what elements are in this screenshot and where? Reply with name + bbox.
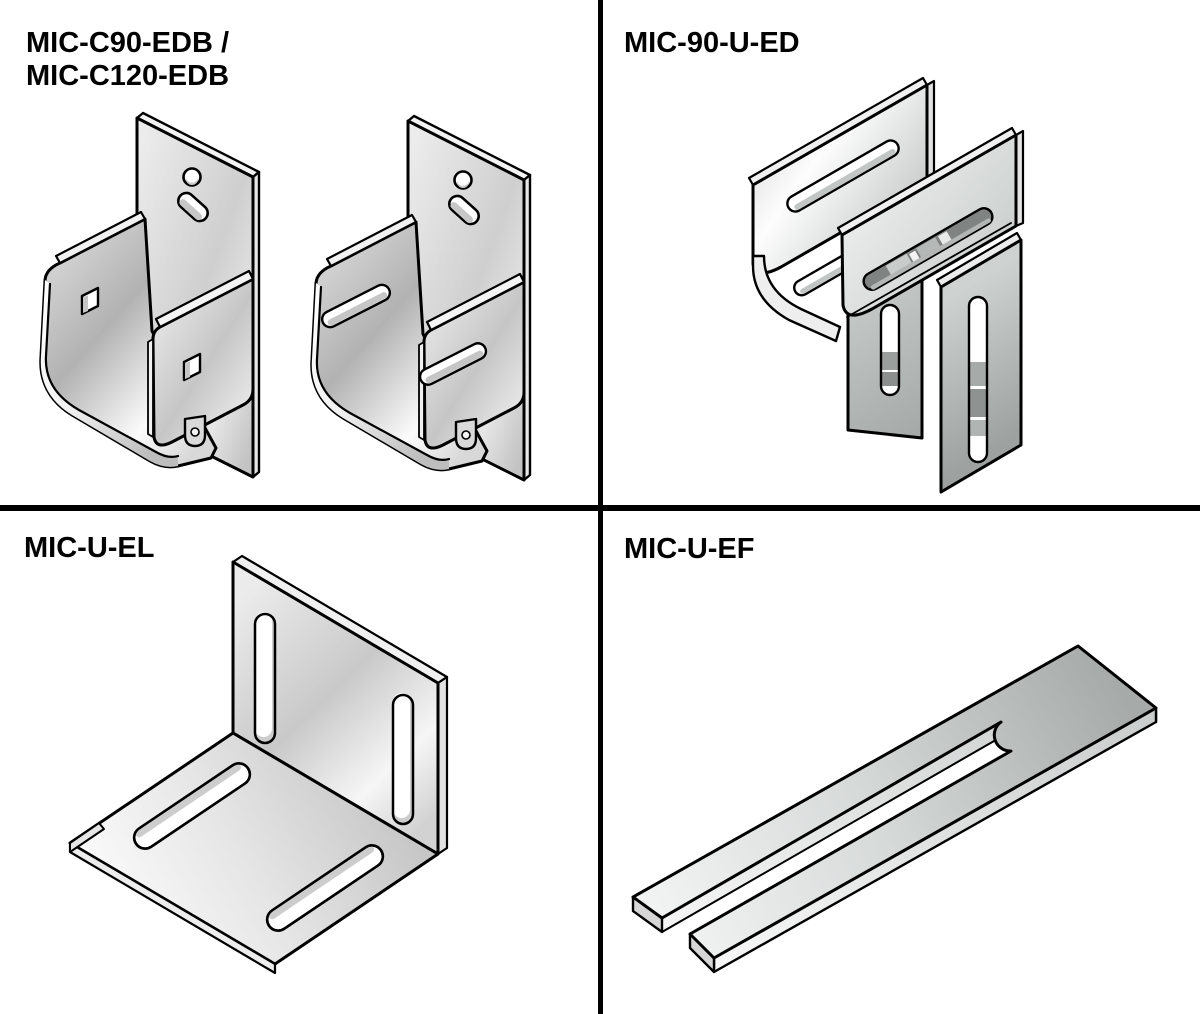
product-label-mic-u-el: MIC-U-EL bbox=[24, 532, 154, 565]
front-wall-slot bbox=[862, 207, 994, 291]
square-holes-c90 bbox=[80, 286, 202, 382]
mic-c90-edb-c120-edb-illustration bbox=[39, 111, 532, 482]
product-label-mic-u-ef: MIC-U-EF bbox=[624, 533, 754, 566]
extension-plate-right bbox=[935, 231, 1023, 494]
extension-plate-left-slot bbox=[879, 303, 901, 397]
slot-holes-c120 bbox=[320, 283, 488, 386]
label-line: MIC-90-U-ED bbox=[624, 27, 800, 59]
mic-90-u-ed-illustration bbox=[747, 76, 1025, 494]
label-line: MIC-C120-EDB bbox=[26, 60, 230, 92]
product-label-mic-c-edb: MIC-C90-EDB / MIC-C120-EDB bbox=[26, 27, 229, 93]
back-wall-slot bbox=[786, 139, 900, 213]
channel-back-wall bbox=[747, 76, 936, 297]
channel-front-wall bbox=[836, 126, 1025, 318]
label-line: MIC-C90-EDB / bbox=[26, 27, 230, 59]
channel-bottom-bend bbox=[751, 254, 842, 343]
quadrant-top-right: MIC-90-U-ED bbox=[603, 0, 1200, 505]
round-hole bbox=[182, 167, 202, 187]
fork-top-face bbox=[631, 644, 1158, 960]
mic-u-el-illustration bbox=[68, 554, 449, 975]
quadrant-bottom-left: MIC-U-EL bbox=[0, 511, 598, 1014]
vertical-slot-right bbox=[391, 693, 415, 826]
label-line: MIC-U-EF bbox=[624, 533, 755, 565]
vertical-slot-left bbox=[253, 612, 277, 745]
angle-vertical-leg bbox=[231, 554, 449, 856]
product-label-mic-90-u-ed: MIC-90-U-ED bbox=[624, 27, 800, 60]
quadrant-top-left: MIC-C90-EDB / MIC-C120-EDB bbox=[0, 0, 598, 505]
horizontal-slot-right bbox=[265, 844, 385, 932]
label-line: MIC-U-EL bbox=[24, 532, 155, 564]
quadrant-bottom-right: MIC-U-EF bbox=[603, 511, 1200, 1014]
u-channel bbox=[39, 210, 255, 469]
bottom-tab bbox=[183, 414, 207, 448]
horizontal-slot-left bbox=[132, 762, 252, 850]
fork-shim-plate bbox=[631, 644, 1158, 974]
angle-horizontal-leg bbox=[68, 731, 440, 975]
oblong-hole bbox=[177, 191, 209, 223]
divider-horizontal-line bbox=[0, 505, 1200, 511]
mic-u-ef-illustration bbox=[631, 644, 1158, 974]
extension-plate-right-slot bbox=[967, 295, 989, 464]
